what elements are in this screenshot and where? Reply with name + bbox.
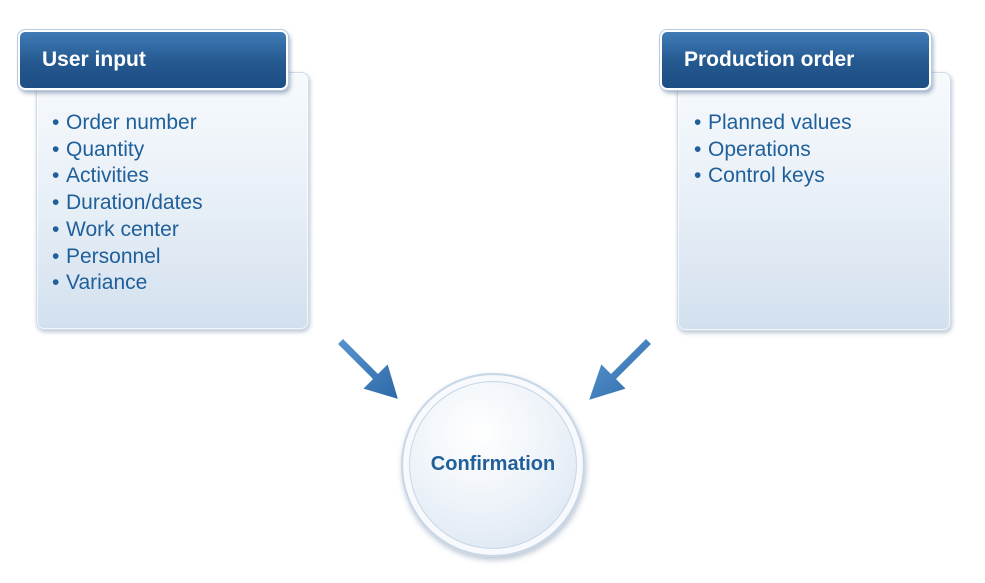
list-item: Planned values xyxy=(694,110,852,137)
list-item: Personnel xyxy=(52,244,203,271)
list-item: Variance xyxy=(52,270,203,297)
list-item: Duration/dates xyxy=(52,190,203,217)
confirmation-label: Confirmation xyxy=(430,453,556,475)
user-input-title: User input xyxy=(17,29,289,91)
list-item: Activities xyxy=(52,163,203,190)
arrow-down-left-icon xyxy=(587,337,659,402)
list-item: Quantity xyxy=(52,137,203,164)
confirmation-node: Confirmation xyxy=(401,373,585,557)
list-item: Control keys xyxy=(694,163,852,190)
list-item: Order number xyxy=(52,110,203,137)
production-order-list: Planned values Operations Control keys xyxy=(694,110,852,190)
list-item: Work center xyxy=(52,217,203,244)
list-item: Operations xyxy=(694,137,852,164)
production-order-title: Production order xyxy=(659,29,932,91)
arrow-down-right-icon xyxy=(330,337,400,401)
user-input-list: Order number Quantity Activities Duratio… xyxy=(52,110,203,297)
